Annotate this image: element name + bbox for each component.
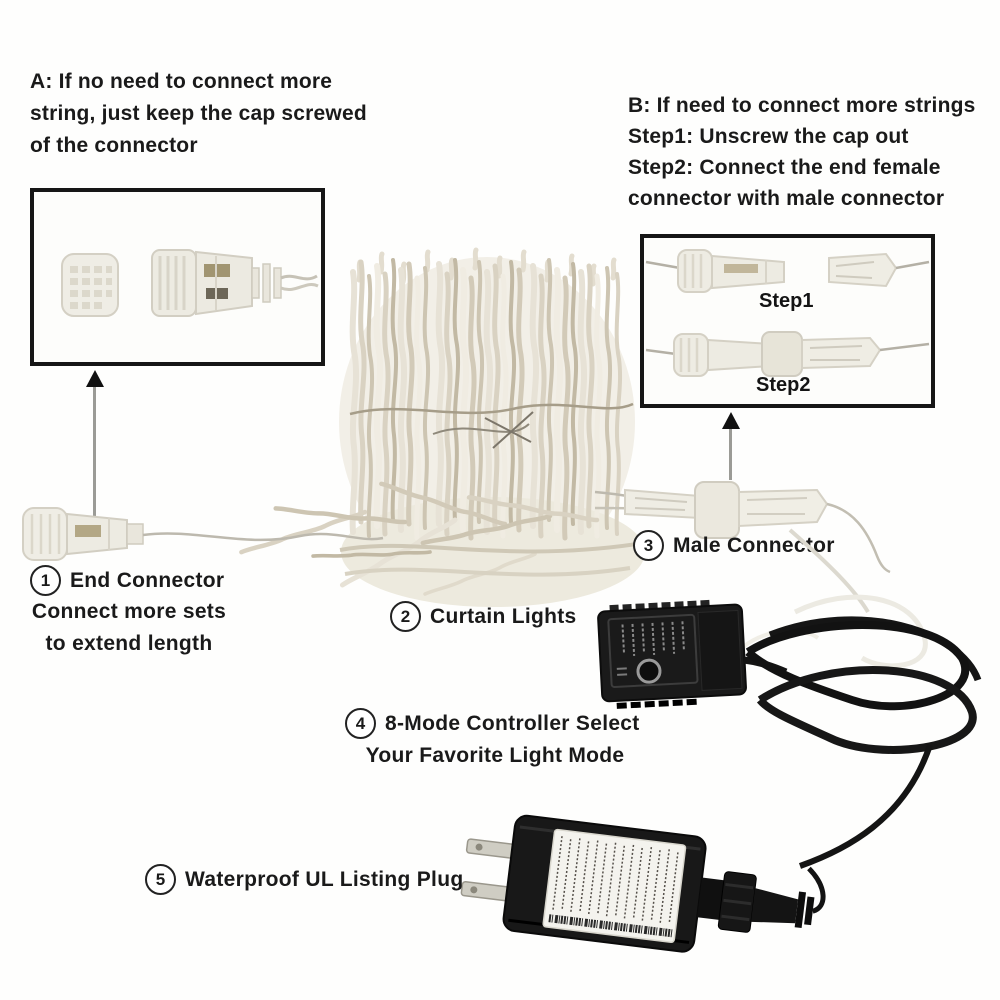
note-a-line3: of the connector: [30, 134, 198, 157]
arrow-a-head-icon: [86, 370, 104, 387]
label-plug-title: Waterproof UL Listing Plug: [185, 867, 464, 891]
label-controller-line2: Your Favorite Light Mode: [365, 744, 625, 767]
number-badge-1: 1: [30, 565, 61, 596]
label-end-connector-title: End Connector: [70, 568, 225, 592]
note-b-line3: Step2: Connect the end female: [628, 156, 941, 179]
arrow-b-head-icon: [722, 412, 740, 429]
note-a-line2: string, just keep the cap screwed: [30, 102, 367, 125]
note-a: A: If no need to connect more string, ju…: [30, 66, 367, 162]
label-male-connector: 3 Male Connector: [633, 530, 835, 561]
photo-box-cap-connector: [30, 188, 325, 366]
number-badge-5: 5: [145, 864, 176, 895]
number-badge-3: 3: [633, 530, 664, 561]
number-badge-2: 2: [390, 601, 421, 632]
label-controller-title: 8-Mode Controller Select: [385, 711, 640, 735]
note-b-line2: Step1: Unscrew the cap out: [628, 125, 909, 148]
number-badge-4: 4: [345, 708, 376, 739]
label-curtain-lights: 2 Curtain Lights: [390, 601, 577, 632]
arrow-b-shaft: [729, 428, 732, 480]
label-end-connector-line3: to extend length: [45, 632, 213, 655]
note-a-line1: A: If no need to connect more: [30, 70, 333, 93]
mode-button: [636, 658, 662, 684]
end-connector-photo: [22, 507, 384, 561]
label-male-connector-title: Male Connector: [673, 533, 835, 557]
step1-caption: Step1: [759, 290, 814, 312]
label-controller: 4 8-Mode Controller Select: [345, 708, 640, 739]
label-curtain-lights-title: Curtain Lights: [430, 604, 577, 628]
controller-and-cord-photo: [597, 528, 982, 869]
male-connector-photo: [594, 481, 891, 574]
plug-photo: [460, 814, 826, 953]
steps-photo: [645, 249, 930, 377]
arrow-a-shaft: [93, 386, 96, 518]
note-b-line4: connector with male connector: [628, 187, 945, 210]
label-plug: 5 Waterproof UL Listing Plug: [145, 864, 463, 895]
label-end-connector-line2: Connect more sets: [31, 600, 227, 623]
mode-controller: [597, 599, 747, 709]
label-end-connector: 1 End Connector: [30, 565, 224, 596]
step2-caption: Step2: [756, 374, 811, 396]
cap-and-connector-photo: [61, 249, 319, 317]
photo-box-steps: Step1 Step2: [640, 234, 935, 408]
note-b-line1: B: If need to connect more strings: [628, 94, 976, 117]
note-b: B: If need to connect more strings Step1…: [628, 90, 976, 214]
curtain-lights-photo: [335, 252, 645, 607]
